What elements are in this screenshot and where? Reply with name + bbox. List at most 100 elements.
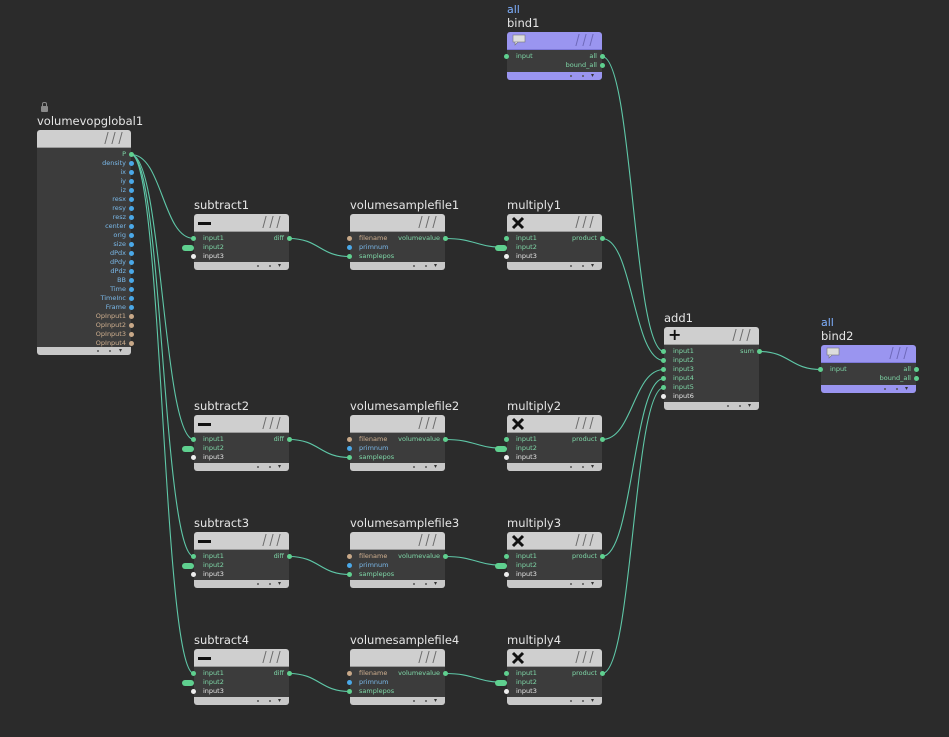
- output-connector[interactable]: [129, 152, 134, 157]
- node-header[interactable]: [507, 532, 602, 550]
- wire-multiply-to-add[interactable]: [601, 386, 665, 675]
- output-connector[interactable]: [914, 376, 919, 381]
- output-connector[interactable]: [443, 671, 448, 676]
- input-connector[interactable]: [191, 671, 196, 676]
- input-connector[interactable]: [347, 245, 352, 250]
- input-connector[interactable]: [182, 245, 194, 251]
- input-connector[interactable]: [347, 689, 352, 694]
- input-connector[interactable]: [347, 437, 352, 442]
- output-connector[interactable]: [129, 314, 134, 319]
- output-connector[interactable]: [287, 236, 292, 241]
- input-connector[interactable]: [347, 671, 352, 676]
- input-connector[interactable]: [347, 554, 352, 559]
- input-connector[interactable]: [504, 54, 509, 59]
- output-connector[interactable]: [287, 554, 292, 559]
- output-connector[interactable]: [129, 188, 134, 193]
- output-connector[interactable]: [287, 671, 292, 676]
- output-connector[interactable]: [443, 437, 448, 442]
- input-connector[interactable]: [191, 437, 196, 442]
- node-header[interactable]: [194, 532, 289, 550]
- input-connector[interactable]: [504, 689, 509, 694]
- node-header[interactable]: [821, 345, 916, 363]
- wire-global-to-subtract[interactable]: [130, 153, 195, 441]
- output-connector[interactable]: [129, 323, 134, 328]
- output-connector[interactable]: [600, 554, 605, 559]
- output-connector[interactable]: [129, 224, 134, 229]
- wire-subtract-to-sample[interactable]: [288, 555, 351, 576]
- input-connector[interactable]: [191, 254, 196, 259]
- wire-multiply-to-add[interactable]: [601, 377, 665, 558]
- node-header[interactable]: [194, 415, 289, 433]
- wire-multiply-to-add[interactable]: [601, 237, 665, 362]
- node-header[interactable]: [507, 415, 602, 433]
- input-connector[interactable]: [495, 563, 507, 569]
- node-header[interactable]: [507, 649, 602, 667]
- output-connector[interactable]: [600, 437, 605, 442]
- output-connector[interactable]: [914, 367, 919, 372]
- output-connector[interactable]: [287, 437, 292, 442]
- output-connector[interactable]: [443, 236, 448, 241]
- input-connector[interactable]: [191, 455, 196, 460]
- wire-global-to-subtract[interactable]: [130, 153, 195, 558]
- input-connector[interactable]: [504, 437, 509, 442]
- output-connector[interactable]: [443, 554, 448, 559]
- input-connector[interactable]: [661, 367, 666, 372]
- wire-bind1-to-add[interactable]: [601, 55, 665, 353]
- input-connector[interactable]: [347, 254, 352, 259]
- output-connector[interactable]: [129, 242, 134, 247]
- node-header[interactable]: [507, 32, 602, 50]
- output-connector[interactable]: [129, 206, 134, 211]
- output-connector[interactable]: [600, 54, 605, 59]
- input-connector[interactable]: [661, 385, 666, 390]
- input-connector[interactable]: [347, 680, 352, 685]
- output-connector[interactable]: [129, 296, 134, 301]
- node-header[interactable]: +: [664, 325, 759, 345]
- input-connector[interactable]: [495, 680, 507, 686]
- wire-multiply-to-add[interactable]: [601, 368, 665, 441]
- output-connector[interactable]: [129, 260, 134, 265]
- wire-global-to-subtract[interactable]: [130, 153, 195, 675]
- input-connector[interactable]: [495, 446, 507, 452]
- node-header[interactable]: [350, 214, 445, 232]
- input-connector[interactable]: [504, 455, 509, 460]
- input-connector[interactable]: [504, 671, 509, 676]
- output-connector[interactable]: [129, 269, 134, 274]
- input-connector[interactable]: [191, 554, 196, 559]
- node-header[interactable]: [194, 214, 289, 232]
- wire-subtract-to-sample[interactable]: [288, 672, 351, 693]
- output-connector[interactable]: [129, 215, 134, 220]
- output-connector[interactable]: [600, 236, 605, 241]
- input-connector[interactable]: [347, 455, 352, 460]
- node-header[interactable]: [37, 130, 131, 148]
- node-header[interactable]: [507, 214, 602, 232]
- input-connector[interactable]: [661, 394, 666, 399]
- output-connector[interactable]: [600, 671, 605, 676]
- output-connector[interactable]: [129, 287, 134, 292]
- wire-global-to-subtract[interactable]: [130, 153, 195, 240]
- input-connector[interactable]: [504, 254, 509, 259]
- output-connector[interactable]: [600, 63, 605, 68]
- output-connector[interactable]: [129, 179, 134, 184]
- input-connector[interactable]: [182, 446, 194, 452]
- input-connector[interactable]: [661, 349, 666, 354]
- input-connector[interactable]: [347, 572, 352, 577]
- output-connector[interactable]: [129, 197, 134, 202]
- input-connector[interactable]: [191, 689, 196, 694]
- node-header[interactable]: [350, 532, 445, 550]
- input-connector[interactable]: [661, 376, 666, 381]
- input-connector[interactable]: [347, 563, 352, 568]
- input-connector[interactable]: [504, 554, 509, 559]
- output-connector[interactable]: [129, 233, 134, 238]
- input-connector[interactable]: [347, 446, 352, 451]
- input-connector[interactable]: [504, 572, 509, 577]
- output-connector[interactable]: [129, 332, 134, 337]
- node-header[interactable]: [194, 649, 289, 667]
- output-connector[interactable]: [129, 251, 134, 256]
- input-connector[interactable]: [182, 680, 194, 686]
- input-connector[interactable]: [191, 572, 196, 577]
- output-connector[interactable]: [129, 170, 134, 175]
- input-connector[interactable]: [182, 563, 194, 569]
- wire-add-to-bind2[interactable]: [758, 350, 822, 371]
- input-connector[interactable]: [818, 367, 823, 372]
